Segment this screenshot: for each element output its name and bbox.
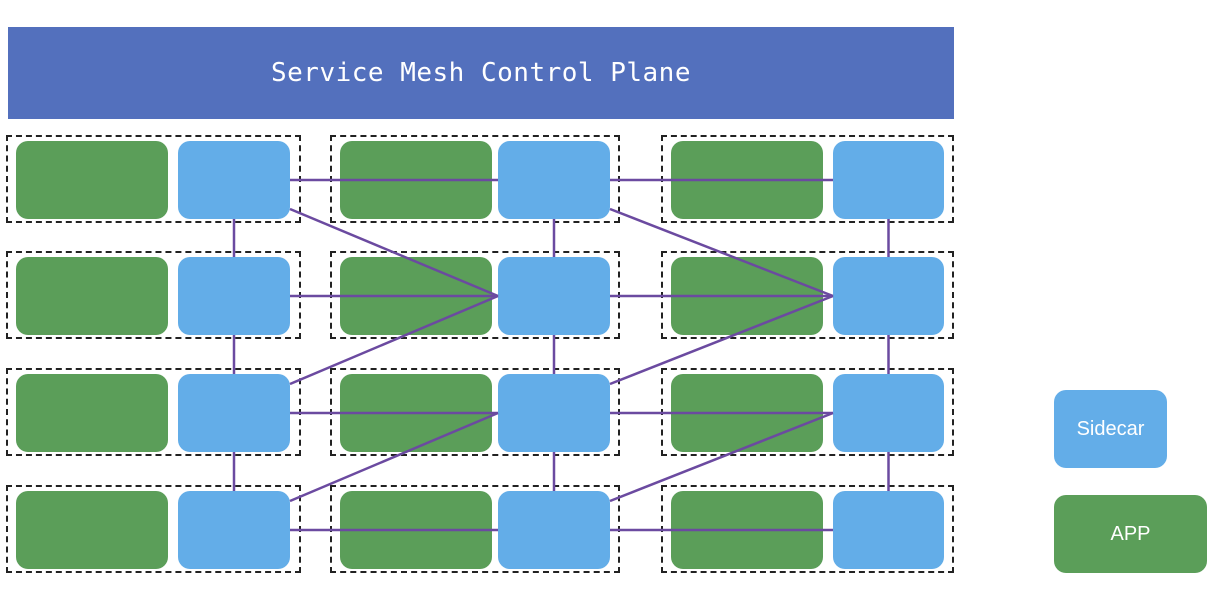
app-box [671, 257, 823, 335]
app-box [16, 257, 168, 335]
control-plane-label: Service Mesh Control Plane [271, 58, 691, 88]
legend-app: APP [1054, 495, 1207, 573]
sidecar-box [178, 257, 290, 335]
pod-r1-c1 [6, 135, 301, 223]
control-plane-banner: Service Mesh Control Plane [8, 27, 954, 119]
pod-r1-c2 [330, 135, 620, 223]
sidecar-box [178, 491, 290, 569]
pod-r3-c2 [330, 368, 620, 456]
sidecar-box [498, 491, 610, 569]
app-box [671, 141, 823, 219]
pod-r4-c3 [661, 485, 954, 573]
app-box [16, 141, 168, 219]
sidecar-box [833, 491, 944, 569]
legend-sidecar-label: Sidecar [1076, 417, 1145, 440]
sidecar-box [498, 374, 610, 452]
app-box [671, 374, 823, 452]
sidecar-box [833, 141, 944, 219]
pod-r2-c2 [330, 251, 620, 339]
pod-r2-c1 [6, 251, 301, 339]
legend-app-label: APP [1110, 522, 1151, 545]
app-box [671, 491, 823, 569]
pod-r4-c2 [330, 485, 620, 573]
pod-r4-c1 [6, 485, 301, 573]
sidecar-box [833, 374, 944, 452]
sidecar-box [178, 374, 290, 452]
app-box [340, 257, 492, 335]
app-box [340, 374, 492, 452]
pod-r2-c3 [661, 251, 954, 339]
app-box [16, 374, 168, 452]
sidecar-box [833, 257, 944, 335]
app-box [340, 491, 492, 569]
sidecar-box [498, 141, 610, 219]
pod-r3-c3 [661, 368, 954, 456]
sidecar-box [498, 257, 610, 335]
pod-r1-c3 [661, 135, 954, 223]
pod-r3-c1 [6, 368, 301, 456]
sidecar-box [178, 141, 290, 219]
legend-sidecar: Sidecar [1054, 390, 1167, 468]
app-box [340, 141, 492, 219]
app-box [16, 491, 168, 569]
